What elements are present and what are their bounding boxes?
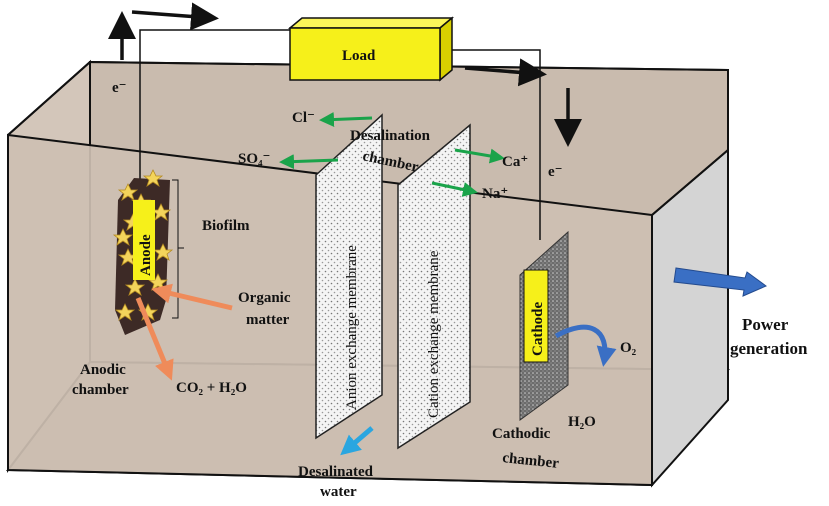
anode-label-bg <box>133 200 155 280</box>
biofilm-bracket <box>172 179 184 319</box>
anodic-chamber-label-2: chamber <box>72 382 129 398</box>
oxygen-label: O₂ <box>620 340 637 356</box>
water-label: H₂O <box>568 414 596 430</box>
biofilm-label: Biofilm <box>202 218 250 234</box>
electron-left-label: e⁻ <box>112 80 127 96</box>
desalinated-water-label-2: water <box>320 484 357 500</box>
anion-exchange-membrane <box>315 113 383 440</box>
anion-membrane-label: Anion exchange membrane <box>344 245 360 410</box>
load-box: Load <box>287 16 455 82</box>
cathode-label: Cathode <box>530 301 546 356</box>
cathodic-chamber-label-2: chamber <box>502 450 560 472</box>
organic-matter-label-1: Organic <box>238 290 291 306</box>
sulfate-label: SO₄⁻ <box>238 151 270 167</box>
power-generation-label-2: generation <box>730 339 808 358</box>
desalinated-water-label-1: Desalinated <box>298 464 374 480</box>
load-label: Load <box>342 48 376 64</box>
calcium-label: Ca⁺ <box>502 154 528 170</box>
power-arrow <box>673 267 767 297</box>
electron-arrow-right-top <box>131 2 219 31</box>
cathodic-chamber-label-1: Cathodic <box>492 426 551 442</box>
organic-matter-arrow <box>151 283 233 311</box>
cathode-label-bg <box>523 269 549 363</box>
desalination-chamber-label-1: Desalination <box>350 128 431 144</box>
anode-label: Anode <box>138 234 154 276</box>
chloride-label: Cl⁻ <box>292 110 315 126</box>
sodium-label: Na⁺ <box>482 186 508 202</box>
cation-exchange-membrane <box>397 123 471 450</box>
oxygen-arrow <box>554 324 617 367</box>
desalinated-water-arrow <box>340 426 374 456</box>
co2-h2o-label: CO₂ + H₂O <box>176 380 247 396</box>
anodic-chamber-label-1: Anodic <box>80 362 126 378</box>
sodium-arrow <box>431 181 478 197</box>
wire-right <box>440 49 541 240</box>
electron-right-label: e⁻ <box>548 164 563 180</box>
organic-matter-label-2: matter <box>246 312 290 328</box>
wire-left <box>139 29 300 210</box>
co2-arrow <box>135 297 174 381</box>
calcium-arrow <box>454 148 505 164</box>
cation-membrane-label: Cation exchange membrane <box>426 250 442 418</box>
sulfate-arrow <box>279 154 339 170</box>
electron-arrow-right-load <box>464 58 547 87</box>
power-generation-label-1: Power <box>742 315 789 334</box>
chloride-arrow <box>319 112 373 128</box>
